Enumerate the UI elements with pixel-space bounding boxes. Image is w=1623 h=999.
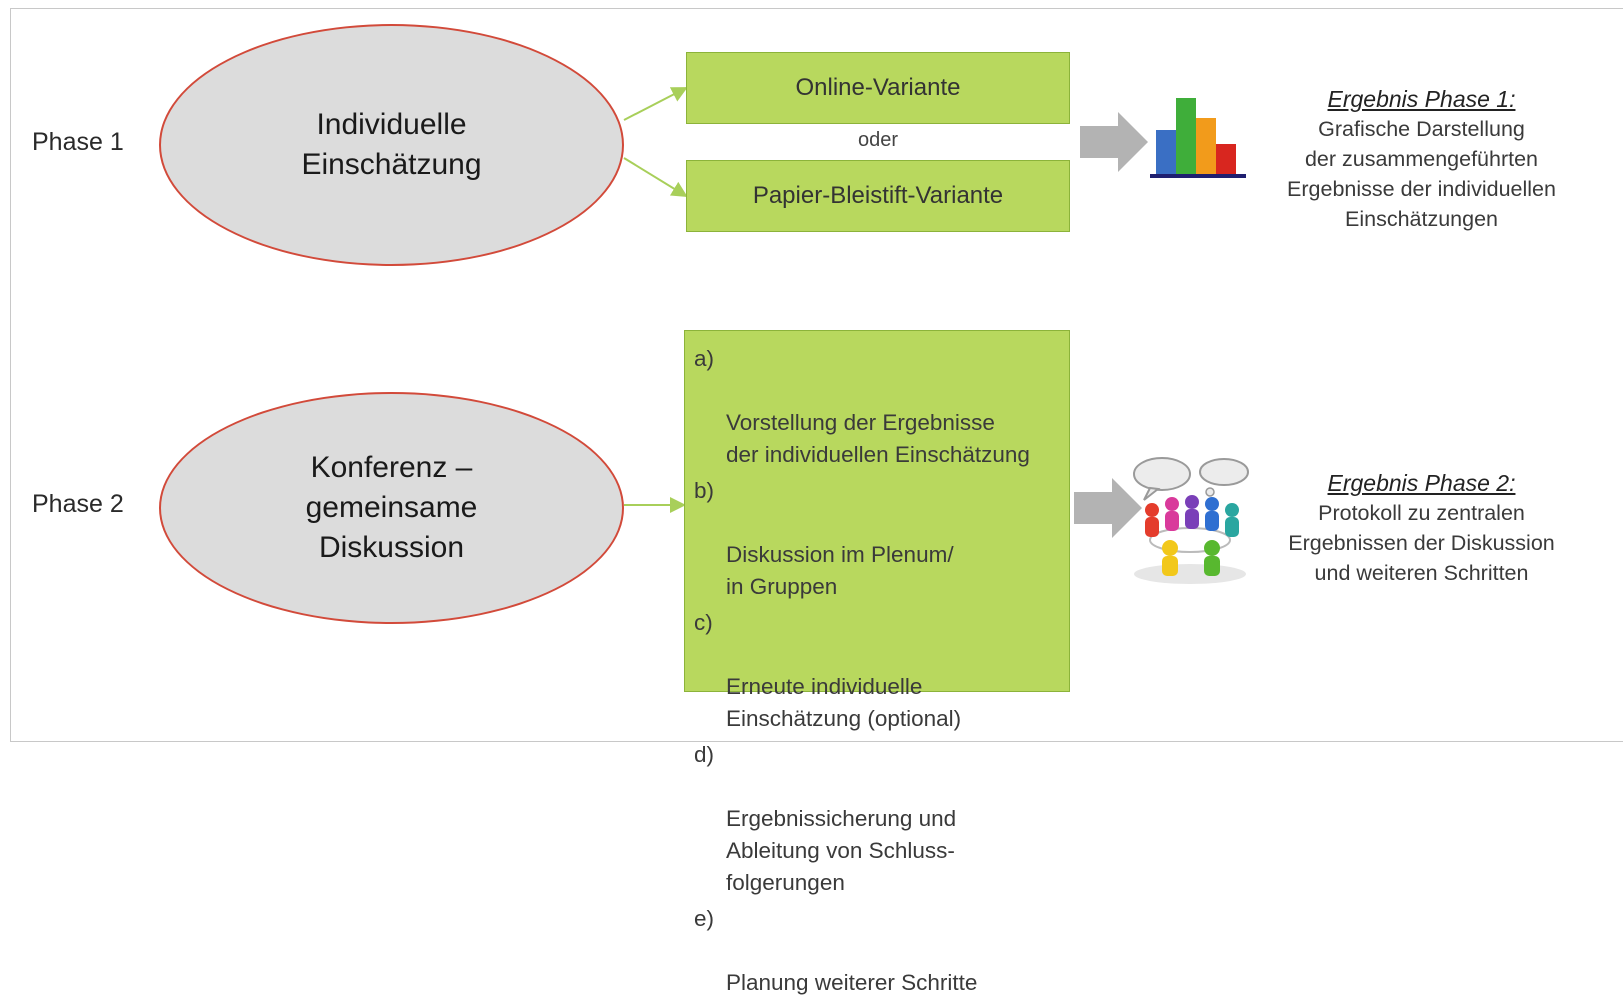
step-text: Vorstellung der Ergebnisse der individue… <box>726 410 1030 467</box>
process-diagram: Phase 1 Individuelle Einschätzung Online… <box>10 8 1623 995</box>
step-letter: e) <box>694 906 715 931</box>
phase2-result-text: Protokoll zu zentralen Ergebnissen der D… <box>1288 501 1555 585</box>
connector-phase1-paper <box>623 157 688 198</box>
step-text: Diskussion im Plenum/ in Gruppen <box>726 542 954 599</box>
connector-layer <box>623 87 1148 538</box>
phase1-ellipse: Individuelle Einschätzung <box>159 24 624 266</box>
phase2-result-title: Ergebnis Phase 2: <box>1327 470 1516 496</box>
step-letter: c) <box>694 610 713 635</box>
online-variant-box: Online-Variante <box>686 52 1070 124</box>
step-item: d) Ergebnissicherung und Ableitung von S… <box>694 739 1059 899</box>
paper-variant-box: Papier-Bleistift-Variante <box>686 160 1070 232</box>
phase1-ellipse-text: Individuelle Einschätzung <box>301 108 482 181</box>
step-letter: b) <box>694 478 715 503</box>
phase2-result: Ergebnis Phase 2: Protokoll zu zentralen… <box>1244 468 1599 588</box>
phase2-label: Phase 2 <box>32 490 124 518</box>
online-variant-label: Online-Variante <box>795 74 961 101</box>
bar-chart-icon <box>1150 98 1246 178</box>
phase1-result-title: Ergebnis Phase 1: <box>1327 86 1516 112</box>
paper-variant-label: Papier-Bleistift-Variante <box>752 182 1004 209</box>
block-arrow-right-icon <box>1080 112 1148 172</box>
step-text: Erneute individuelle Einschätzung (optio… <box>726 674 962 731</box>
conference-people-icon <box>1133 457 1249 584</box>
connector-phase1-online <box>623 87 688 121</box>
option-separator: oder <box>857 129 899 151</box>
step-item: e) Planung weiterer Schritte <box>694 903 1059 999</box>
diagram-frame <box>10 8 1623 742</box>
phase1-label: Phase 1 <box>32 128 124 156</box>
step-text: Ergebnissicherung und Ableitung von Schl… <box>726 806 957 895</box>
step-item: a) Vorstellung der Ergebnisse der indivi… <box>694 343 1059 471</box>
phase2-ellipse: Konferenz – gemeinsame Diskussion <box>159 392 624 624</box>
step-text: Planung weiterer Schritte <box>726 970 978 995</box>
phase2-steps-box: a) Vorstellung der Ergebnisse der indivi… <box>684 330 1070 995</box>
phase2-ellipse-text: Konferenz – gemeinsame Diskussion <box>305 451 478 564</box>
phase1-result-text: Grafische Darstellung der zusammengeführ… <box>1287 117 1556 231</box>
block-arrow-right-icon <box>1074 478 1142 538</box>
step-letter: a) <box>694 346 715 371</box>
step-item: c) Erneute individuelle Einschätzung (op… <box>694 607 1059 735</box>
phase1-result: Ergebnis Phase 1: Grafische Darstellung … <box>1244 84 1599 234</box>
step-item: b) Diskussion im Plenum/ in Gruppen <box>694 475 1059 603</box>
